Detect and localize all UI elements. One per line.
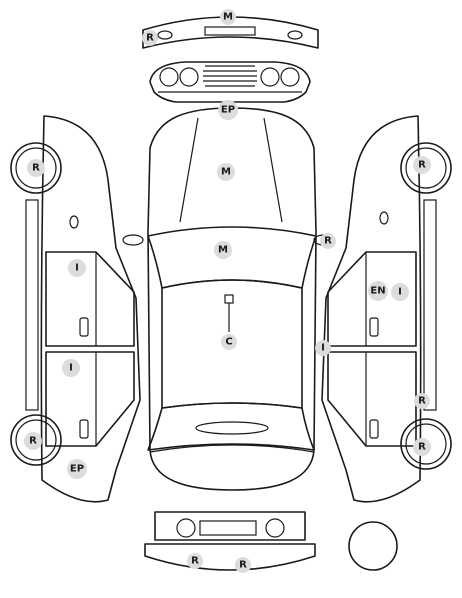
badge-windshield[interactable]: M [214,241,232,259]
badge-label: I [321,343,325,354]
rear-window [147,402,315,451]
badge-right-sill[interactable]: R [414,393,430,409]
badge-roof-marker[interactable]: C [221,334,237,350]
badge-label: R [324,236,332,247]
badge-right-pillar[interactable]: I [315,340,331,356]
left-side-panel[interactable] [10,115,141,503]
badge-right-front-door-en[interactable]: EN [368,281,388,301]
front-bumper[interactable] [142,16,319,49]
left-mirror [122,234,144,246]
badge-front-bumper-left[interactable]: R [142,30,158,46]
badge-left-rear-wheel[interactable]: R [24,432,42,450]
badge-right-front-door[interactable]: I [391,283,409,301]
badge-label: I [398,287,402,298]
badge-label: R [29,436,37,447]
badge-rear-bumper-right[interactable]: R [235,557,251,573]
badge-label: R [418,396,426,407]
badge-label: C [225,337,232,348]
badge-label: I [69,363,73,374]
badge-right-front-wheel[interactable]: R [413,156,431,174]
front-grille[interactable] [149,61,311,103]
badge-hood-edge[interactable]: EP [218,100,238,120]
badge-left-front-wheel[interactable]: R [27,159,45,177]
badge-label: R [32,163,40,174]
badge-label: EP [70,464,84,475]
badge-label: M [223,12,233,23]
badge-label: EP [221,105,235,116]
badge-rear-bumper-left[interactable]: R [187,553,203,569]
rear-lights[interactable] [154,511,306,541]
badge-label: R [191,556,199,567]
car-body[interactable] [122,107,335,491]
badge-label: M [218,245,228,256]
badge-label: EN [370,286,385,297]
right-side-panel[interactable] [321,115,452,503]
badge-right-rear-wheel[interactable]: R [413,438,431,456]
badge-label: M [221,167,231,178]
windshield [147,226,317,289]
badge-label: R [418,442,426,453]
badge-label: I [75,263,79,274]
badge-label: R [146,33,154,44]
badge-right-mirror[interactable]: R [320,233,336,249]
spare-tire[interactable] [348,521,398,571]
badge-left-rear-door[interactable]: I [62,359,80,377]
badge-front-bumper[interactable]: M [220,9,236,25]
badge-label: R [418,160,426,171]
rear-bumper[interactable] [144,543,316,571]
badge-left-rear-fender[interactable]: EP [67,459,87,479]
badge-hood[interactable]: M [217,163,235,181]
badge-label: R [239,560,247,571]
badge-left-front-door[interactable]: I [68,259,86,277]
